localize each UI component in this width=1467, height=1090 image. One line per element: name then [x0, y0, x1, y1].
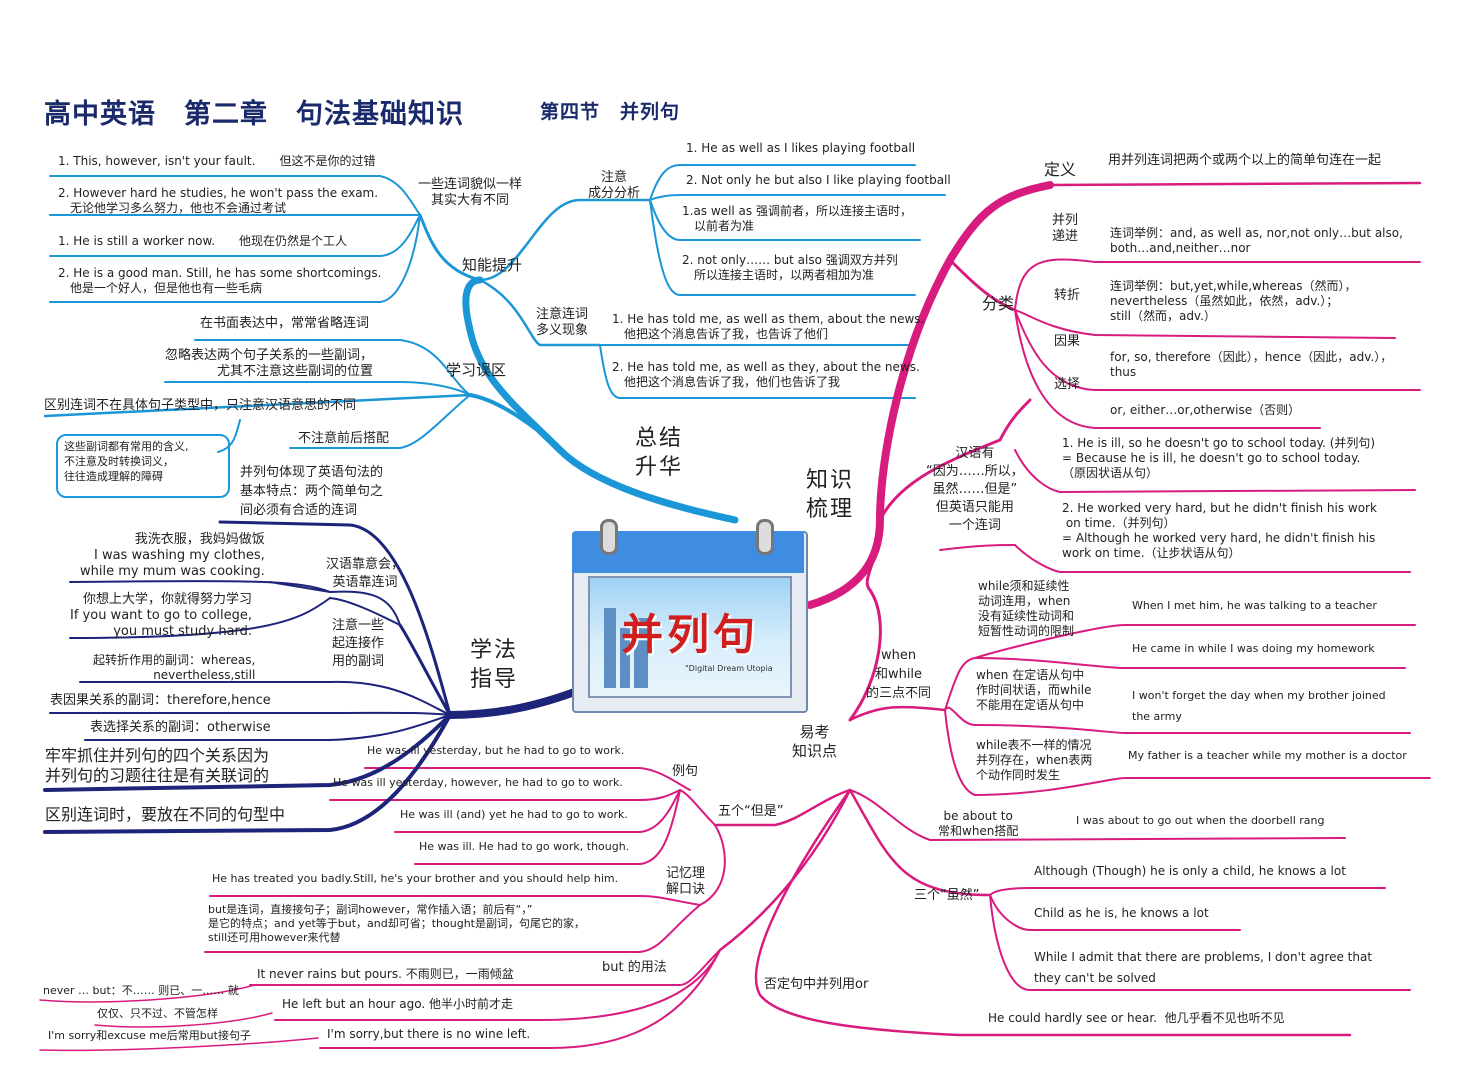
class-name: 并列 递进 — [1052, 213, 1079, 244]
class-name: 选择 — [1054, 377, 1081, 392]
ability-label: 知能提升 — [462, 256, 523, 274]
when-example: My father is a teacher while my mother i… — [1128, 749, 1407, 762]
but-usage-note: never … but：不…… 则已、一…… 就 — [43, 984, 239, 997]
but-example: He was ill. He had to go work, though. — [419, 840, 630, 853]
ability-item: 1. He as well as I likes playing footbal… — [686, 141, 916, 155]
ring-icon — [600, 519, 618, 555]
mnemonic-item: but是连词，直接接句子；副词however，常作插入语；前后有“，” 是它的特… — [208, 903, 585, 944]
although-example: Child as he is, he knows a lot — [1034, 906, 1209, 920]
classification-label: 分类 — [982, 294, 1015, 313]
although-example: While I admit that there are problems, I… — [1034, 950, 1373, 985]
ability-group1-label: 一些连词貌似一样 其实大有不同 — [418, 177, 523, 208]
ability-item: 1. He has told me, as well as them, abou… — [612, 312, 925, 341]
method-intro: 并列句体现了英语句法的 基本特点：两个简单句之 间必须有合适的连词 — [240, 465, 384, 518]
ability-item: 1. He is still a worker now. 他现在仍然是个工人 — [58, 234, 348, 248]
or-label: 否定句中并列用or — [764, 977, 869, 992]
ability-group2-label: 注意 成分分析 — [588, 170, 641, 201]
although-example: Although (Though) he is only a child, he… — [1034, 864, 1346, 878]
branch-summary: 总结 升华 — [635, 426, 684, 480]
mistakes-label: 学习误区 — [446, 361, 507, 379]
mistake-item: 忽略表达两个句子关系的一些副词， 尤其不注意这些副词的位置 — [165, 348, 374, 379]
chinese-example: 2. He worked very hard, but he didn't fi… — [1062, 501, 1377, 560]
class-text: for, so, therefore（因此），hence（因此，adv.）， t… — [1110, 350, 1393, 379]
mistake-item: 在书面表达中，常常省略连词 — [200, 316, 370, 331]
three-although-label: 三个“虽然” — [914, 888, 980, 903]
class-name: 转折 — [1054, 288, 1081, 303]
branch-method: 学法 指导 — [470, 638, 519, 692]
ability-group3-label: 注意连词 多义现象 — [536, 307, 589, 338]
method-adverb: 表因果关系的副词：therefore,hence — [50, 693, 271, 708]
branch-exam: 易考 知识点 — [792, 723, 838, 760]
class-text: 连词举例：but,yet,while,whereas（然而）， neverthe… — [1110, 279, 1357, 323]
when-example: He came in while I was doing my homework — [1132, 642, 1375, 655]
but-example: He was ill yesterday, however, he had to… — [333, 776, 623, 789]
five-but-label: 五个“但是” — [718, 804, 784, 819]
definition-text: 用并列连词把两个或两个以上的简单句连在一起 — [1108, 153, 1382, 168]
be-about-example: I was about to go out when the doorbell … — [1076, 814, 1325, 827]
but-usage-example: I'm sorry,but there is no wine left. — [327, 1027, 531, 1041]
when-rule: while须和延续性 动词连用，when 没有延续性动词和 短暂性动词的限制 — [978, 579, 1075, 638]
class-text: or, either…or,otherwise（否则） — [1110, 403, 1301, 417]
city-photo: 并列句 "Digital Dream Utopia — [588, 576, 792, 698]
but-example: He was ill yesterday, but he had to go t… — [367, 744, 625, 757]
branch-knowledge: 知识 梳理 — [806, 468, 855, 522]
when-rule: while表不一样的情况 并列存在，when表两 个动作同时发生 — [976, 738, 1093, 782]
center-topic: 并列句 — [620, 610, 759, 659]
or-example: He could hardly see or hear. 他几乎看不见也听不见 — [988, 1011, 1285, 1025]
class-text: 连词举例：and, as well as, nor,not only…but a… — [1110, 226, 1403, 255]
ability-item: 2. However hard he studies, he won't pas… — [58, 186, 379, 215]
method-group2-label: 注意一些 起连接作 用的副词 — [332, 618, 385, 669]
ability-item: 1.as well as 强调前者，所以连接主语时， 以前者为准 — [682, 204, 912, 233]
ring-icon — [756, 519, 774, 555]
but-usage-example: It never rains but pours. 不雨则已，一雨倾盆 — [257, 967, 514, 981]
center-caption: "Digital Dream Utopia — [685, 664, 773, 673]
method-example: 你想上大学，你就得努力学习 If you want to go to colle… — [70, 592, 253, 639]
mistake-note-box: 这些副词都有常用的含义, 不注意及时转换词义， 往往造成理解的障碍 — [56, 434, 230, 498]
ability-item: 2. He is a good man. Still, he has some … — [58, 266, 382, 295]
but-usage-label: but 的用法 — [602, 960, 667, 975]
method-tip: 区别连词时，要放在不同的句型中 — [45, 805, 286, 824]
chinese-label: 汉语有 “因为……所以， 虽然……但是” 但英语只能用 一个连词 — [926, 446, 1024, 533]
example-label: 例句 — [672, 764, 699, 779]
page-title: 高中英语 第二章 句法基础知识 — [44, 99, 464, 130]
but-usage-note: 仅仅、只不过、不管怎样 — [97, 1007, 218, 1020]
mnemonic-label: 记忆理 解口诀 — [666, 866, 706, 897]
page-subtitle: 第四节 并列句 — [540, 101, 681, 123]
method-group1-label: 汉语靠意会， 英语靠连词 — [326, 557, 405, 590]
but-usage-example: He left but an hour ago. 他半小时前才走 — [282, 997, 514, 1011]
be-about-label: be about to 常和when搭配 — [938, 809, 1019, 838]
but-usage-note: I'm sorry和excuse me后常用but接句子 — [48, 1029, 251, 1042]
mnemonic-item: He has treated you badly.Still, he's you… — [212, 872, 619, 885]
chinese-example: 1. He is ill, so he doesn't go to school… — [1062, 436, 1376, 480]
mistake-item: 不注意前后搭配 — [298, 431, 390, 446]
when-example: I won't forget the day when my brother j… — [1132, 689, 1386, 723]
class-name: 因果 — [1054, 334, 1081, 349]
ability-item: 1. This, however, isn't your fault. 但这不是… — [58, 154, 376, 168]
mistake-item: 区别连词不在具体句子类型中，只注意汉语意思的不同 — [44, 398, 357, 413]
when-while-label: when 和while 的三点不同 — [866, 648, 932, 701]
method-adverb: 起转折作用的副词：whereas, nevertheless,still — [93, 653, 256, 682]
ability-item: 2. not only…… but also 强调双方并列 所以连接主语时，以两… — [682, 253, 898, 282]
when-rule: when 在定语从句中 作时间状语，而while 不能用在定语从句中 — [976, 668, 1092, 712]
center-calendar-icon: 并列句 "Digital Dream Utopia — [572, 519, 808, 713]
ability-item: 2. Not only he but also I like playing f… — [686, 173, 951, 187]
definition-label: 定义 — [1044, 160, 1077, 179]
method-tip: 牢牢抓住并列句的四个关系因为 并列句的习题往往是有关联词的 — [45, 746, 270, 785]
when-example: When I met him, he was talking to a teac… — [1132, 599, 1377, 612]
ability-item: 2. He has told me, as well as they, abou… — [612, 360, 920, 389]
method-example: 我洗衣服，我妈妈做饭 I was washing my clothes, whi… — [80, 532, 265, 579]
method-adverb: 表选择关系的副词：otherwise — [90, 720, 271, 735]
but-example: He was ill (and) yet he had to go to wor… — [400, 808, 628, 821]
